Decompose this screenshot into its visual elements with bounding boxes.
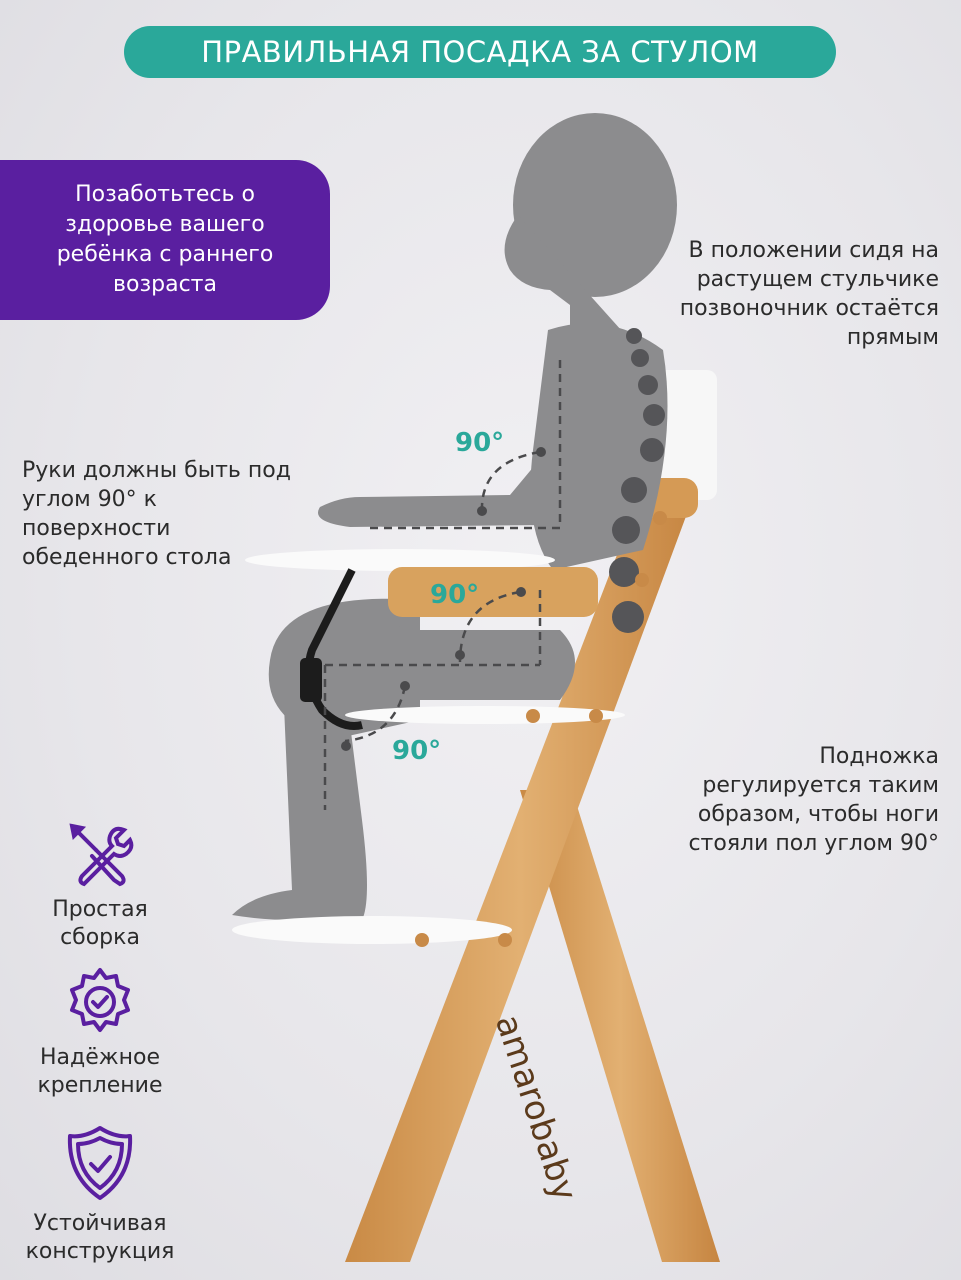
tray [245, 549, 555, 571]
promo-text: Позаботьтесь о здоровье вашего ребёнка с… [56, 182, 274, 297]
chair-pegs [415, 511, 667, 947]
feature-reliable-mount: Надёжное крепление [10, 966, 190, 1100]
footrest [232, 916, 512, 944]
hip-angle-label: 90° [430, 580, 480, 610]
spine-dots [609, 328, 665, 633]
chair-rear-leg [520, 790, 720, 1262]
page-title-text: ПРАВИЛЬНАЯ ПОСАДКА ЗА СТУЛОМ [201, 35, 759, 69]
feature-stable-construction: Устойчивая конструкция [10, 1124, 190, 1266]
feature-label: Устойчивая конструкция [25, 1211, 175, 1264]
tray-arm [388, 567, 598, 617]
knee-angle-label: 90° [392, 736, 442, 766]
backrest [655, 370, 717, 500]
spine-note: В положении сидя на растущем стульчике п… [679, 238, 939, 350]
seat [345, 706, 625, 724]
footrest-note: Подножка регулируется таким образом, что… [688, 744, 939, 856]
arms-note: Руки должны быть под углом 90° к поверхн… [22, 458, 291, 570]
feature-label: Надёжное крепление [37, 1045, 163, 1098]
page-title: ПРАВИЛЬНАЯ ПОСАДКА ЗА СТУЛОМ [124, 26, 836, 78]
feature-easy-assembly: Простая сборка [10, 818, 190, 952]
tools-icon [69, 823, 134, 887]
child-silhouette [232, 113, 677, 920]
gear-check-icon [70, 968, 130, 1032]
arm-angle-label: 90° [455, 428, 505, 458]
angle-guides [323, 360, 562, 810]
feature-label: Простая сборка [52, 897, 148, 950]
shield-check-icon [67, 1126, 133, 1200]
promo-banner: Позаботьтесь о здоровье вашего ребёнка с… [0, 160, 330, 320]
